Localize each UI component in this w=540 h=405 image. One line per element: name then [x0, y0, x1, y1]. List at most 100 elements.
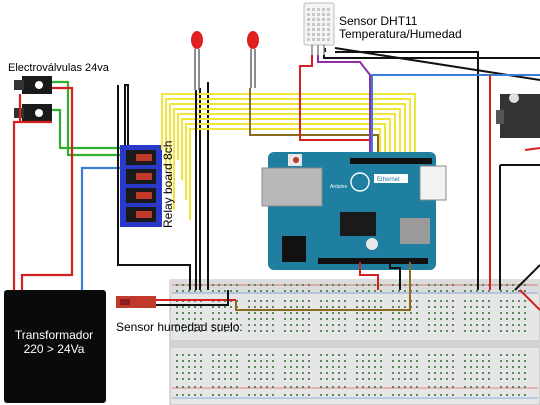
breadboard-hole — [434, 290, 436, 292]
breadboard-hole — [488, 386, 490, 388]
breadboard-hole — [392, 330, 394, 332]
transformer-label-line2: 220 > 24Va — [23, 342, 85, 356]
breadboard-hole — [440, 324, 442, 326]
breadboard-hole — [404, 312, 406, 314]
breadboard-hole — [518, 354, 520, 356]
breadboard-hole — [434, 306, 436, 308]
breadboard-hole — [362, 300, 364, 302]
breadboard-hole — [338, 372, 340, 374]
breadboard-hole — [512, 330, 514, 332]
breadboard-hole — [488, 372, 490, 374]
breadboard-hole — [416, 354, 418, 356]
breadboard-hole — [524, 378, 526, 380]
breadboard-hole — [524, 312, 526, 314]
breadboard-hole — [230, 366, 232, 368]
breadboard-hole — [362, 360, 364, 362]
breadboard-hole — [290, 386, 292, 388]
breadboard-hole — [470, 284, 472, 286]
breadboard-hole — [380, 354, 382, 356]
breadboard-hole — [302, 386, 304, 388]
breadboard-hole — [266, 394, 268, 396]
breadboard-hole — [380, 312, 382, 314]
breadboard-hole — [212, 284, 214, 286]
breadboard-hole — [440, 372, 442, 374]
breadboard-hole — [482, 360, 484, 362]
dht-grill-slot — [322, 33, 325, 36]
breadboard-hole — [236, 394, 238, 396]
breadboard-hole — [272, 290, 274, 292]
dht-grill-slot — [307, 23, 310, 26]
breadboard-hole — [440, 360, 442, 362]
breadboard-hole — [518, 378, 520, 380]
breadboard-hole — [416, 306, 418, 308]
breadboard-hole — [284, 284, 286, 286]
dht-grill-slot — [307, 38, 310, 41]
breadboard-hole — [332, 306, 334, 308]
breadboard-hole — [398, 394, 400, 396]
breadboard-hole — [446, 360, 448, 362]
breadboard-hole — [308, 330, 310, 332]
breadboard-hole — [236, 324, 238, 326]
breadboard-hole — [308, 394, 310, 396]
breadboard-hole — [506, 366, 508, 368]
breadboard-hole — [428, 330, 430, 332]
breadboard-hole — [194, 394, 196, 396]
breadboard-hole — [470, 300, 472, 302]
breadboard-hole — [254, 366, 256, 368]
breadboard-hole — [290, 360, 292, 362]
breadboard-hole — [362, 394, 364, 396]
breadboard-hole — [512, 324, 514, 326]
breadboard-hole — [368, 306, 370, 308]
breadboard-hole — [296, 324, 298, 326]
breadboard-hole — [224, 318, 226, 320]
breadboard-hole — [194, 330, 196, 332]
breadboard-hole — [392, 312, 394, 314]
breadboard-hole — [506, 312, 508, 314]
breadboard-hole — [338, 300, 340, 302]
breadboard-hole — [254, 360, 256, 362]
breadboard-hole — [464, 324, 466, 326]
breadboard-hole — [182, 354, 184, 356]
valve-wires — [12, 80, 122, 290]
breadboard-hole — [248, 324, 250, 326]
breadboard-hole — [224, 354, 226, 356]
breadboard-hole — [266, 366, 268, 368]
breadboard-hole — [404, 330, 406, 332]
breadboard-hole — [344, 394, 346, 396]
dht11-sensor — [303, 2, 335, 55]
breadboard-hole — [410, 372, 412, 374]
breadboard-hole — [482, 284, 484, 286]
breadboard-hole — [434, 378, 436, 380]
breadboard-hole — [380, 394, 382, 396]
breadboard-hole — [440, 312, 442, 314]
breadboard-hole — [476, 312, 478, 314]
breadboard-hole — [410, 378, 412, 380]
breadboard-hole — [434, 300, 436, 302]
breadboard-hole — [356, 300, 358, 302]
breadboard-hole — [500, 378, 502, 380]
breadboard-hole — [260, 378, 262, 380]
breadboard-hole — [338, 312, 340, 314]
breadboard-hole — [410, 318, 412, 320]
breadboard-hole — [470, 366, 472, 368]
breadboard-hole — [368, 360, 370, 362]
breadboard-hole — [308, 360, 310, 362]
breadboard-hole — [332, 318, 334, 320]
breadboard-hole — [500, 360, 502, 362]
breadboard-hole — [290, 318, 292, 320]
breadboard-hole — [326, 312, 328, 314]
breadboard-hole — [446, 354, 448, 356]
breadboard-hole — [500, 354, 502, 356]
breadboard-hole — [284, 330, 286, 332]
breadboard-hole — [302, 324, 304, 326]
breadboard-hole — [260, 306, 262, 308]
breadboard-hole — [356, 378, 358, 380]
breadboard-hole — [260, 330, 262, 332]
breadboard-hole — [266, 318, 268, 320]
breadboard-hole — [188, 394, 190, 396]
breadboard-hole — [524, 394, 526, 396]
breadboard-hole — [374, 372, 376, 374]
breadboard-hole — [326, 318, 328, 320]
breadboard-hole — [320, 324, 322, 326]
breadboard-hole — [302, 354, 304, 356]
